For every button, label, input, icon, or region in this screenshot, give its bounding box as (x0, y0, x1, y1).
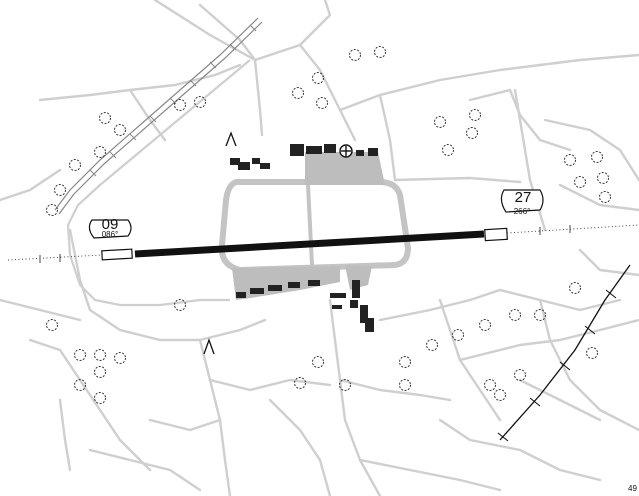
threshold-27 (484, 227, 508, 242)
obstacle-icon (203, 131, 237, 355)
tree-icon (292, 87, 304, 99)
runway-designator-27: 27 (515, 189, 532, 206)
tree-icons (46, 46, 611, 404)
buildings (230, 144, 378, 332)
runway (134, 230, 485, 258)
apron-south (232, 266, 340, 300)
railway-line (54, 17, 263, 215)
tree-icon (114, 352, 126, 364)
tree-icon (312, 356, 324, 368)
tree-icon (99, 112, 111, 124)
tree-icon (514, 369, 526, 381)
tree-icon (494, 389, 506, 401)
taxiway-center (306, 184, 314, 266)
tree-icon (484, 379, 496, 391)
runway-label-09: 09 086° (88, 216, 132, 239)
runway-heading-27: 266° (514, 207, 531, 216)
tree-icon (574, 176, 586, 188)
tree-icon (46, 204, 58, 216)
tree-icon (534, 309, 546, 321)
tree-icon (569, 282, 581, 294)
tree-icon (399, 379, 411, 391)
tree-icon (452, 329, 464, 341)
apron-southeast (345, 265, 372, 290)
tree-icon (597, 172, 609, 184)
tree-icon (114, 124, 126, 136)
tree-icon (312, 72, 324, 84)
approach-crossbars (39, 225, 571, 263)
tree-icon (599, 191, 611, 203)
tree-icon (434, 116, 446, 128)
railway-line (499, 264, 631, 441)
tree-icon (586, 347, 598, 359)
tree-icon (46, 319, 58, 331)
tree-icon (426, 339, 438, 351)
runway-heading-09: 086° (102, 230, 119, 239)
tree-icon (174, 99, 186, 111)
tree-icon (194, 96, 206, 108)
runway-designator-09: 09 (102, 216, 119, 233)
tree-icon (94, 366, 106, 378)
tree-icon (316, 97, 328, 109)
tree-icon (94, 392, 106, 404)
tree-icon (54, 184, 66, 196)
tree-icon (349, 49, 361, 61)
taxiway-loop (218, 179, 412, 274)
tree-icon (74, 349, 86, 361)
tree-icon (294, 377, 306, 389)
apron-north (305, 152, 385, 185)
tree-icon (442, 144, 454, 156)
airfield (101, 152, 508, 300)
tree-icon (74, 379, 86, 391)
tree-icon (509, 309, 521, 321)
heliport-icon (339, 144, 353, 158)
tree-icon (591, 151, 603, 163)
tree-icon (479, 319, 491, 331)
tree-icon (339, 379, 351, 391)
threshold-09 (101, 248, 133, 261)
tree-icon (399, 356, 411, 368)
tree-icon (374, 46, 386, 58)
tree-icon (564, 154, 576, 166)
tree-icon (174, 299, 186, 311)
runway-label-27: 27 266° (500, 189, 544, 216)
tree-icon (94, 146, 106, 158)
tree-icon (469, 109, 481, 121)
perimeter-road (66, 59, 251, 307)
tree-icon (94, 349, 106, 361)
railway-ticks (497, 289, 617, 442)
tree-icon (466, 127, 478, 139)
tree-icon (69, 159, 81, 171)
page-number: 49 (628, 484, 637, 493)
